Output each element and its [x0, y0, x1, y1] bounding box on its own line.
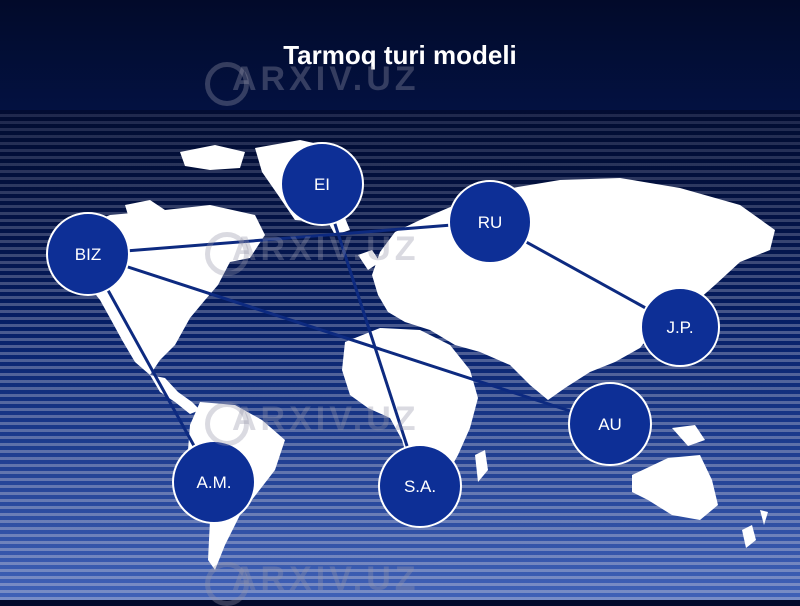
watermark-text: ARXIV.UZ	[232, 230, 420, 268]
connection-lines	[86, 183, 681, 487]
node-label: J.P.	[666, 318, 693, 337]
node-label: A.M.	[197, 473, 232, 492]
node-circle	[378, 444, 462, 528]
node-sa: S.A.	[378, 444, 462, 528]
australia-shape	[632, 455, 718, 520]
node-label: EI	[314, 175, 330, 194]
watermark-text: ARXIV.UZ	[232, 400, 420, 438]
arctic-islands-shape	[180, 145, 245, 170]
network-nodes: BIZ EI RU J.P. AU A.M. S.A.	[46, 142, 720, 528]
watermark-text: ARXIV.UZ	[232, 60, 420, 98]
node-circle	[568, 382, 652, 466]
node-label: AU	[598, 415, 622, 434]
watermark-text: ARXIV.UZ	[232, 560, 420, 598]
node-am: A.M.	[172, 440, 256, 524]
page-title: Tarmoq turi modeli	[283, 40, 517, 70]
link-biz-au	[87, 252, 611, 426]
node-circle	[448, 180, 532, 264]
node-label: RU	[478, 213, 503, 232]
node-au: AU	[568, 382, 652, 466]
link-biz-ru	[87, 220, 491, 256]
node-circle	[640, 287, 720, 367]
node-ru: RU	[448, 180, 532, 264]
link-ei-sa	[320, 183, 422, 487]
node-circle	[46, 212, 130, 296]
central-america-shape	[150, 375, 200, 414]
node-label: BIZ	[75, 245, 101, 264]
node-circle	[280, 142, 364, 226]
watermark-icon	[205, 232, 249, 276]
watermark-icon	[205, 62, 249, 106]
node-ei: EI	[280, 142, 364, 226]
node-label: S.A.	[404, 477, 436, 496]
watermark-icon	[205, 402, 249, 446]
node-biz: BIZ	[46, 212, 130, 296]
node-jp: J.P.	[640, 287, 720, 367]
link-biz-am	[86, 253, 216, 483]
